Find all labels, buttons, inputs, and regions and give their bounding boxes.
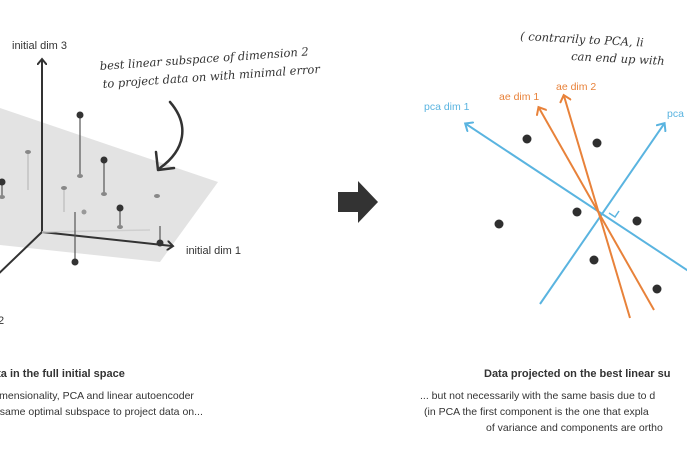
axis-dim3-label: initial dim 3	[12, 40, 67, 52]
data-point-4	[25, 150, 31, 190]
projected-point-1	[522, 134, 532, 144]
ae-dim2-label: ae dim 2	[556, 81, 596, 93]
ae-dim1-label: ae dim 1	[499, 91, 539, 103]
right-caption-title: Data projected on the best linear su	[484, 368, 671, 380]
annotation-curved-arrow	[158, 100, 184, 170]
right-angle-marker	[608, 210, 620, 219]
projected-point-6	[589, 255, 599, 265]
right-caption-line3: of variance and components are ortho	[486, 422, 663, 434]
data-point-8	[71, 212, 79, 266]
data-point-9	[156, 226, 164, 247]
ae-dim2-axis	[564, 96, 631, 319]
right-caption: Data projected on the best linear su ...…	[420, 366, 670, 436]
right-panel: ( contrarily to PCA, li can end up with …	[424, 29, 687, 319]
pca-dim2-label: pca	[667, 108, 684, 120]
data-point-2	[100, 156, 108, 196]
data-point-7	[154, 194, 160, 198]
pca-dim1-axis	[466, 124, 687, 272]
projected-point-2	[592, 138, 602, 148]
pca-dim1-label: pca dim 1	[424, 101, 470, 113]
left-caption-title: ata in the full initial space	[0, 368, 125, 380]
projected-point-4	[572, 207, 582, 217]
left-caption: ata in the full initial space dimensiona…	[0, 366, 203, 420]
subspace-plane	[0, 108, 218, 262]
annotation-arrowhead	[154, 150, 176, 172]
axis-dim1	[41, 231, 172, 246]
right-caption-line1: ... but not necessarily with the same ba…	[420, 390, 656, 402]
right-arrow-icon	[338, 181, 378, 223]
projected-point-3	[494, 219, 504, 229]
axis-dim2	[0, 231, 43, 274]
ae-dim1-axis	[539, 108, 655, 311]
right-annotation-line1: ( contrarily to PCA, li	[520, 29, 644, 49]
axis-dim1-label: initial dim 1	[186, 245, 241, 257]
data-point-5	[61, 186, 67, 212]
left-caption-line2: e same optimal subspace to project data …	[0, 406, 203, 418]
projected-point-5	[632, 216, 642, 226]
data-point-10	[81, 209, 87, 215]
data-point-6	[116, 204, 124, 229]
axis-projection-line	[41, 229, 151, 233]
projected-point-7	[652, 284, 662, 294]
pca-dim2-axis	[539, 124, 664, 305]
left-panel: initial dim 3 initial dim 1 2 best linea…	[0, 40, 322, 327]
left-caption-line1: dimensionality, PCA and linear autoencod…	[0, 390, 194, 402]
right-annotation-line2: can end up with	[571, 49, 665, 68]
data-point-1	[76, 111, 84, 178]
axis-dim2-label: 2	[0, 315, 4, 327]
data-point-3	[0, 178, 6, 199]
right-caption-line2: (in PCA the first component is the one t…	[424, 406, 649, 418]
